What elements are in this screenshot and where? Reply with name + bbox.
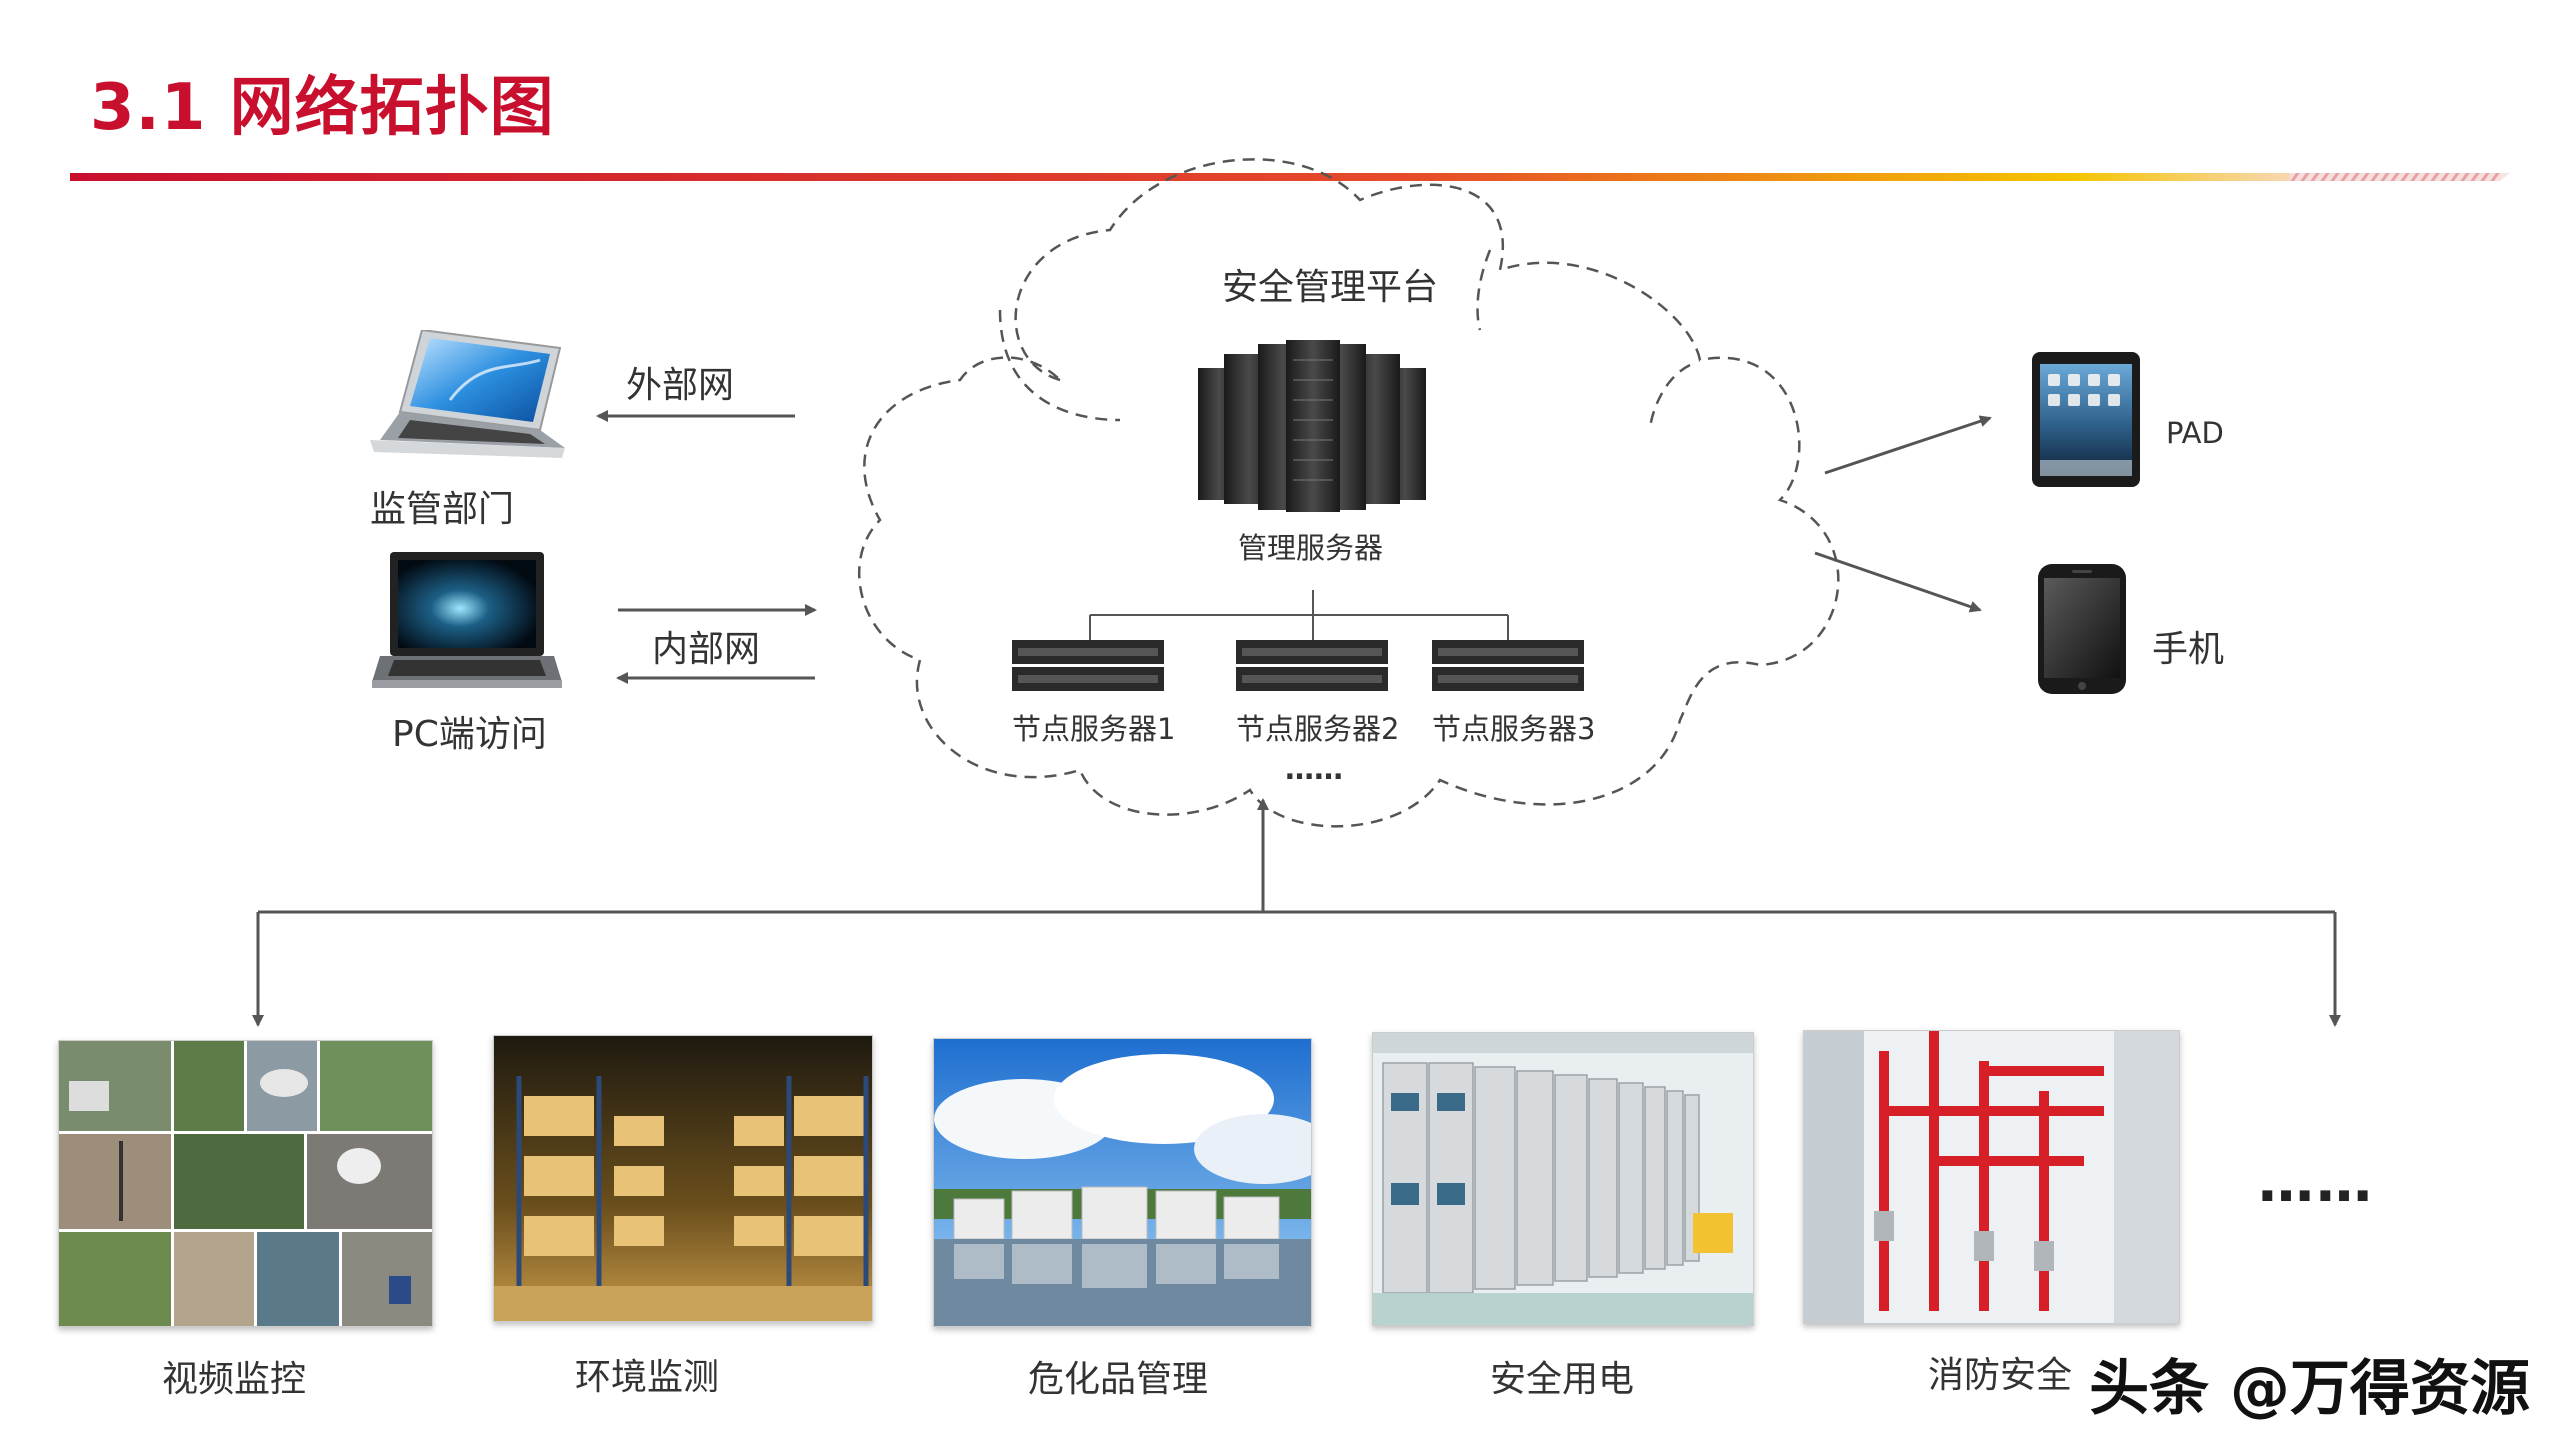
module-label-video: 视频监控 xyxy=(162,1359,307,1400)
node-server-1-label: 节点服务器1 xyxy=(1012,712,1176,746)
title-divider xyxy=(70,173,2510,181)
modules-ellipsis: …… xyxy=(2258,1150,2374,1215)
module-label-fire: 消防安全 xyxy=(1928,1355,2073,1396)
server-tree-lines xyxy=(1089,590,1509,640)
main-server-icon xyxy=(1198,340,1426,512)
node-server-3-label: 节点服务器3 xyxy=(1432,712,1596,746)
node-server-1-icon xyxy=(1012,640,1164,691)
fire-safety-photo xyxy=(1803,1030,2180,1324)
internal-net-label: 内部网 xyxy=(652,629,761,670)
page-title: 3.1 网络拓扑图 xyxy=(90,71,555,145)
node-server-2-icon xyxy=(1236,640,1388,691)
node-server-2-label: 节点服务器2 xyxy=(1236,712,1400,746)
mobile-arrows xyxy=(1814,415,1992,613)
chemical-tanks-photo xyxy=(933,1038,1312,1327)
pc-label: PC端访问 xyxy=(392,714,547,755)
regulator-label: 监管部门 xyxy=(370,489,515,530)
cloud-outline xyxy=(858,158,1840,828)
node-server-3-icon xyxy=(1432,640,1584,691)
video-surveillance-photo xyxy=(58,1040,433,1327)
module-label-chemicals: 危化品管理 xyxy=(1028,1359,1209,1400)
phone-label: 手机 xyxy=(2152,629,2225,670)
watermark: 头条 @万得资源 xyxy=(2089,1354,2530,1424)
module-distribution-lines xyxy=(252,798,2341,1027)
main-server-label: 管理服务器 xyxy=(1238,531,1384,565)
laptop-icon xyxy=(370,330,565,458)
warehouse-photo xyxy=(493,1035,873,1322)
module-label-environment: 环境监测 xyxy=(575,1357,720,1398)
external-net-label: 外部网 xyxy=(626,365,735,406)
internal-net-arrows xyxy=(616,604,817,684)
nodes-ellipsis: …… xyxy=(1285,752,1343,786)
switchgear-photo xyxy=(1372,1032,1754,1326)
phone-icon xyxy=(2038,564,2126,694)
pad-label: PAD xyxy=(2166,416,2224,450)
tablet-icon xyxy=(2032,352,2140,487)
platform-label: 安全管理平台 xyxy=(1222,267,1439,308)
module-label-electric: 安全用电 xyxy=(1490,1359,1635,1400)
pc-laptop-icon xyxy=(372,552,562,688)
